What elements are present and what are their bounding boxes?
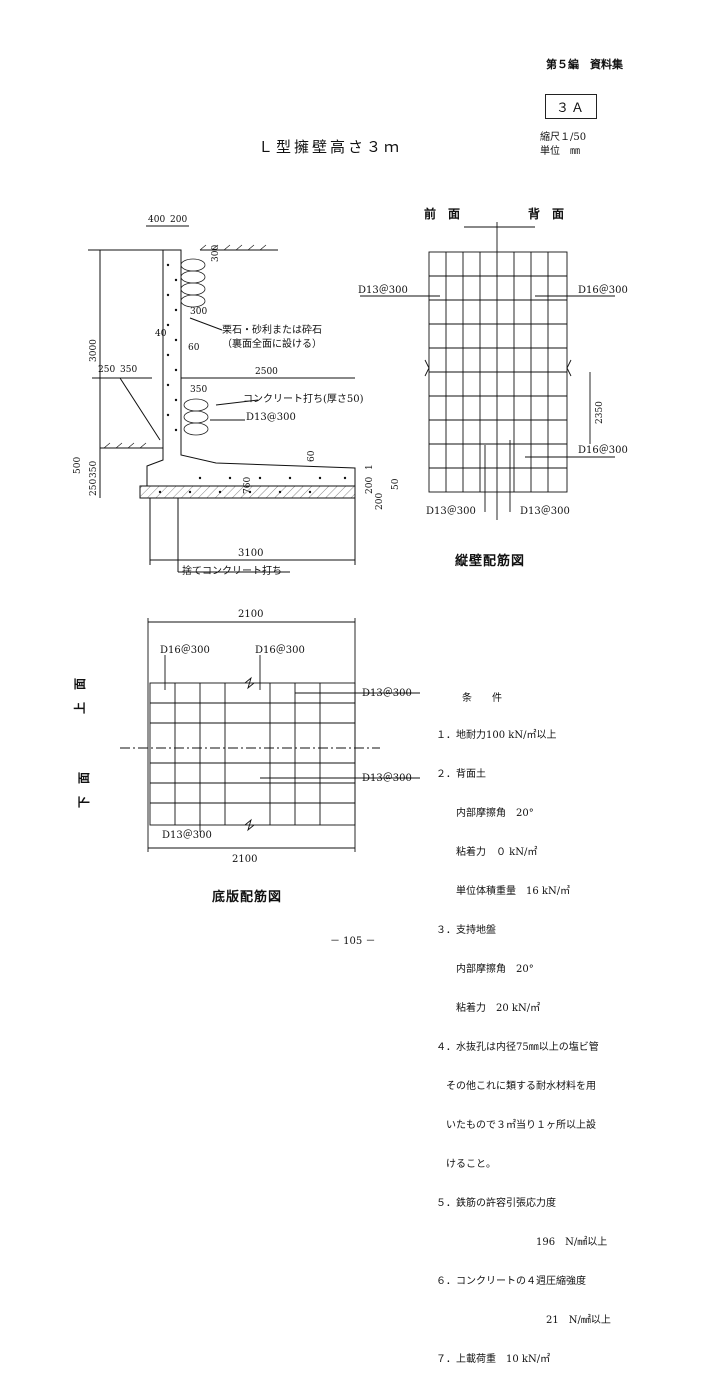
bs-right-bottom-label: D13＠300 bbox=[362, 772, 412, 784]
dim-500: 500 bbox=[73, 457, 83, 474]
dim-3100: 3100 bbox=[238, 548, 263, 559]
bs-side-top: 上 面 bbox=[72, 678, 87, 714]
bs-top-right-label: D16＠300 bbox=[255, 644, 305, 656]
wall-section-drawing: 400 200 300 40 60 300 350 2500 3000 250 … bbox=[73, 215, 401, 577]
dim-200: 200 bbox=[170, 215, 187, 225]
dim-300-top: 300 bbox=[211, 245, 221, 262]
conditions-heading: 条 件 bbox=[462, 693, 502, 704]
condition-line: 21 N/㎟以上 bbox=[436, 1315, 611, 1326]
condition-line: １．地耐力100 kN/㎡以上 bbox=[436, 730, 557, 741]
bs-top-dim: 2100 bbox=[238, 609, 263, 620]
condition-line: 内部摩擦角 20° bbox=[436, 964, 534, 975]
bs-right-top-label: D13＠300 bbox=[362, 687, 412, 699]
condition-line: 196 N/㎟以上 bbox=[436, 1237, 608, 1248]
condition-line: ５．鉄筋の許容引張応力度 bbox=[436, 1198, 556, 1209]
dim-350: 350 bbox=[190, 385, 207, 395]
conditions-list: １．地耐力100 kN/㎡以上 ２．背面土 内部摩擦角 20° 粘着力 ０ kN… bbox=[436, 703, 611, 1379]
dim-60b: 60 bbox=[307, 450, 317, 462]
vertical-wall-rebar-drawing: 前 面 背 面 D13＠300 D16＠300 D16＠300 D13＠300 … bbox=[358, 206, 628, 520]
gravel-note: 栗石・砂利または砕石 bbox=[222, 323, 322, 336]
base-slab-caption: 底版配筋図 bbox=[212, 890, 283, 905]
dim-50: 50 bbox=[391, 478, 401, 490]
bs-top-left-label: D16＠300 bbox=[160, 644, 210, 656]
section-header: 第５編 資料集 bbox=[546, 58, 623, 71]
dim-200b: 200 bbox=[375, 493, 385, 510]
dim-760: 760 bbox=[243, 477, 253, 494]
condition-line: ２．背面土 bbox=[436, 769, 486, 780]
vw-left-top-label: D13＠300 bbox=[358, 284, 408, 296]
vw-bottom-left-label: D13＠300 bbox=[426, 505, 476, 517]
scale-text: 縮尺１/50 bbox=[540, 132, 587, 143]
dim-300-mid: 300 bbox=[190, 307, 207, 317]
condition-line: ３．支持地盤 bbox=[436, 925, 496, 936]
bs-bottom-dim: 2100 bbox=[232, 854, 257, 865]
gravel-subnote: （裏面全面に設ける） bbox=[222, 337, 322, 350]
condition-line: ６．コンクリートの４週圧縮強度 bbox=[436, 1276, 586, 1287]
back-label: 背 面 bbox=[528, 206, 564, 221]
rebar-dots bbox=[158, 263, 347, 494]
dim-2500: 2500 bbox=[255, 367, 278, 377]
dim-250: 250 bbox=[98, 365, 115, 375]
dim-1: 1 bbox=[365, 464, 375, 470]
dim-40: 40 bbox=[155, 329, 167, 339]
condition-line: けること。 bbox=[436, 1159, 496, 1170]
vw-right-mid-label: D16＠300 bbox=[578, 444, 628, 456]
condition-line: 内部摩擦角 20° bbox=[436, 808, 534, 819]
condition-line: その他これに類する耐水材料を用 bbox=[436, 1081, 596, 1092]
base-slab-rebar-drawing: 2100 2100 D16＠300 D16＠300 D13＠300 D13＠30… bbox=[72, 609, 420, 865]
vw-bottom-right-label: D13＠300 bbox=[520, 505, 570, 517]
vertical-wall-caption: 縦壁配筋図 bbox=[455, 554, 526, 569]
page: { "header": { "section": "第５編 資料集", "cod… bbox=[72, 58, 628, 1365]
vw-dim-2350: 2350 bbox=[595, 401, 605, 424]
dim-350c: 350 bbox=[89, 461, 99, 478]
condition-line: いたもので３㎡当り１ヶ所以上設 bbox=[436, 1120, 596, 1131]
condition-line: ７．上載荷重 10 kN/㎡ bbox=[436, 1354, 551, 1365]
vw-right-top-label: D16＠300 bbox=[578, 284, 628, 296]
drawing-code-box: ３Ａ bbox=[545, 94, 598, 119]
dim-350b: 350 bbox=[120, 365, 137, 375]
drawing-title: Ｌ型擁壁高さ３ｍ bbox=[258, 138, 403, 156]
condition-line: 単位体積重量 16 kN/㎥ bbox=[436, 886, 571, 897]
condition-line: 粘着力 20 kN/㎡ bbox=[436, 1003, 541, 1014]
wall-body bbox=[88, 225, 356, 573]
front-label: 前 面 bbox=[424, 206, 460, 221]
leveling-note: 捨てコンクリート打ち bbox=[182, 564, 282, 577]
condition-line: ４．水抜孔は内径75㎜以上の塩ビ管 bbox=[436, 1042, 599, 1053]
condition-line: 粘着力 ０ kN/㎡ bbox=[436, 847, 538, 858]
rebar-note: D13@300 bbox=[246, 412, 296, 423]
dim-60: 60 bbox=[188, 343, 200, 353]
dim-250b: 250 bbox=[89, 479, 99, 496]
bs-bottom-left-label: D13＠300 bbox=[162, 829, 212, 841]
bs-side-bottom: 下 面 bbox=[77, 772, 91, 808]
page-number: － 105 － bbox=[330, 936, 376, 947]
dim-400: 400 bbox=[148, 215, 165, 225]
dim-3000: 3000 bbox=[89, 339, 99, 362]
dim-200: 200 bbox=[365, 477, 375, 494]
unit-text: 単位 ㎜ bbox=[540, 146, 580, 157]
concrete-note: コンクリート打ち(厚さ50) bbox=[243, 392, 364, 405]
